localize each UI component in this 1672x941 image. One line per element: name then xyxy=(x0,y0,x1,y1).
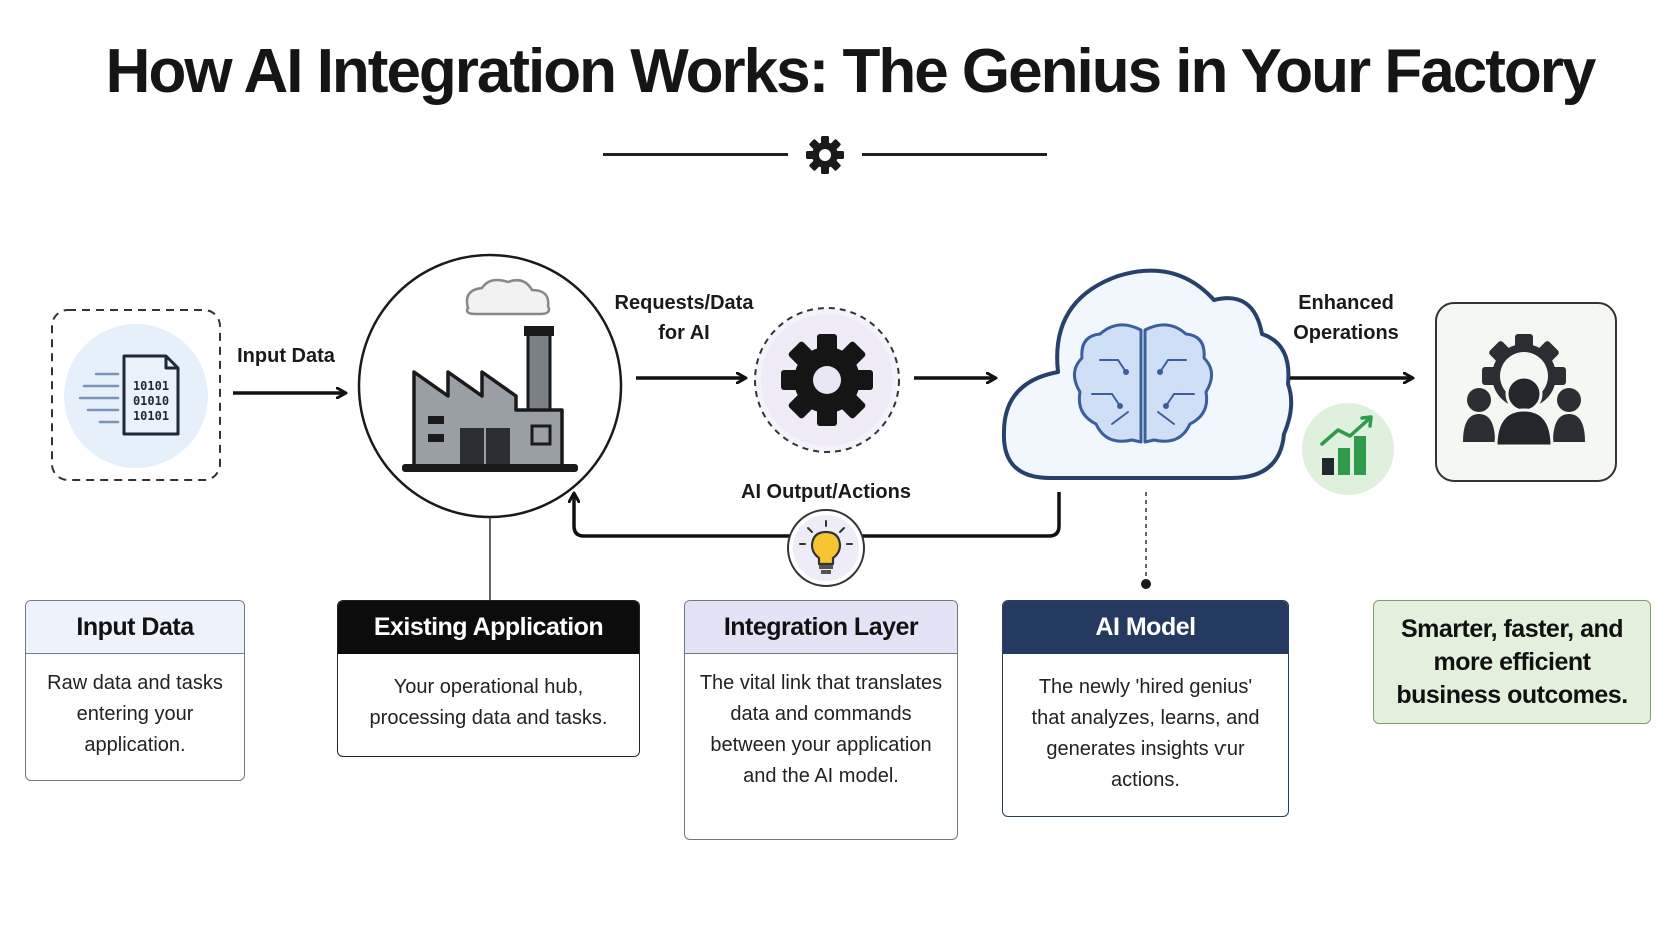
input-data-node: 10101 01010 10101 xyxy=(51,309,221,481)
brain-circuit-lines xyxy=(1091,359,1195,425)
brain-icon xyxy=(1073,323,1213,444)
page-title: How AI Integration Works: The Genius in … xyxy=(105,37,1597,106)
card-description: Raw data and tasks entering your applica… xyxy=(47,672,223,756)
speed-lines xyxy=(78,372,120,424)
growth-badge xyxy=(1302,403,1394,495)
growth-chart-icon xyxy=(1320,415,1373,475)
label-enhanced-line1: Enhanced xyxy=(1298,292,1394,314)
team-gear-icon xyxy=(1463,334,1585,448)
factory-node xyxy=(357,253,623,519)
input-data-card: Input Data Raw data and tasks entering y… xyxy=(25,600,245,781)
label-enhanced-line2: Operations xyxy=(1293,322,1399,344)
existing-application-card: Existing Application Your operational hu… xyxy=(337,600,640,757)
card-title: Existing Application xyxy=(338,601,639,654)
brain-circuit-nodes xyxy=(1117,369,1169,409)
gear-icon xyxy=(781,334,873,426)
title-divider-right xyxy=(862,153,1047,156)
card-title: Input Data xyxy=(26,601,244,654)
outcome-card: Smarter, faster, and more efficient busi… xyxy=(1373,600,1651,724)
binary-document-icon: 10101 01010 10101 xyxy=(122,354,180,436)
lightbulb-icon xyxy=(799,520,853,574)
factory-icon xyxy=(402,326,578,472)
cloud-icon xyxy=(465,278,551,316)
label-enhanced: Enhanced Operations xyxy=(1276,288,1416,348)
card-title: Integration Layer xyxy=(685,601,957,654)
gear-icon xyxy=(806,136,844,174)
card-description: The vital link that translates data and … xyxy=(699,672,943,787)
label-requests-line2: for AI xyxy=(658,322,710,344)
binary-row: 10101 xyxy=(133,409,169,423)
label-input-data: Input Data xyxy=(237,345,335,367)
label-requests-line1: Requests/Data xyxy=(614,292,754,314)
binary-row: 01010 xyxy=(133,394,169,408)
label-ai-output: AI Output/Actions xyxy=(741,481,911,503)
ai-model-node xyxy=(1001,268,1294,480)
connector-dot xyxy=(1141,579,1151,589)
binary-row: 10101 xyxy=(133,379,169,393)
team-node xyxy=(1435,302,1617,482)
ai-model-card: AI Model The newly 'hired genius' that a… xyxy=(1002,600,1289,817)
integration-layer-card: Integration Layer The vital link that tr… xyxy=(684,600,958,840)
card-title: AI Model xyxy=(1003,601,1288,654)
card-description: The newly 'hired genius' that analyzes, … xyxy=(1031,676,1260,791)
integration-node xyxy=(754,307,900,453)
title-divider-left xyxy=(603,153,788,156)
card-description: Your operational hub, processing data an… xyxy=(369,676,608,729)
label-requests: Requests/Data for AI xyxy=(604,288,764,348)
lightbulb-node xyxy=(787,509,865,587)
